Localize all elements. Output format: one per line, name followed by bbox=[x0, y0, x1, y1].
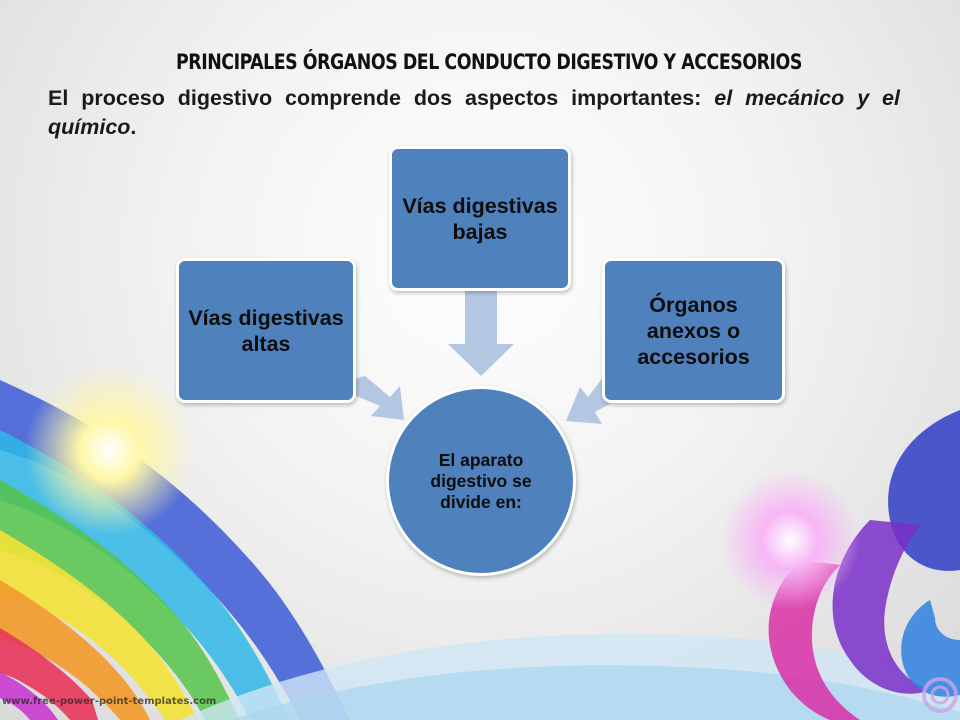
node-top-label: Vías digestivas bajas bbox=[402, 193, 558, 244]
node-vias-digestivas-bajas: Vías digestivas bajas bbox=[389, 146, 571, 291]
center-node-label: El aparato digestivo se divide en: bbox=[430, 449, 532, 512]
intro-suffix: . bbox=[130, 115, 137, 139]
arrow-left-to-center bbox=[340, 376, 404, 420]
node-left-label: Vías digestivas altas bbox=[188, 305, 344, 356]
slide-title: PRINCIPALES ÓRGANOS DEL CONDUCTO DIGESTI… bbox=[176, 50, 802, 74]
node-organos-anexos: Órganos anexos o accesorios bbox=[602, 258, 785, 403]
intro-text: El proceso digestivo comprende dos aspec… bbox=[48, 86, 715, 110]
intro-emphasis: el mecánico y el químico bbox=[48, 86, 900, 139]
arrow-top-to-center bbox=[448, 290, 514, 376]
node-right-label: Órganos anexos o accesorios bbox=[637, 292, 750, 369]
template-watermark: www.free-power-point-templates.com bbox=[2, 696, 217, 707]
node-vias-digestivas-altas: Vías digestivas altas bbox=[176, 258, 356, 403]
center-node: El aparato digestivo se divide en: bbox=[386, 386, 576, 576]
intro-paragraph: El proceso digestivo comprende dos aspec… bbox=[48, 84, 900, 142]
